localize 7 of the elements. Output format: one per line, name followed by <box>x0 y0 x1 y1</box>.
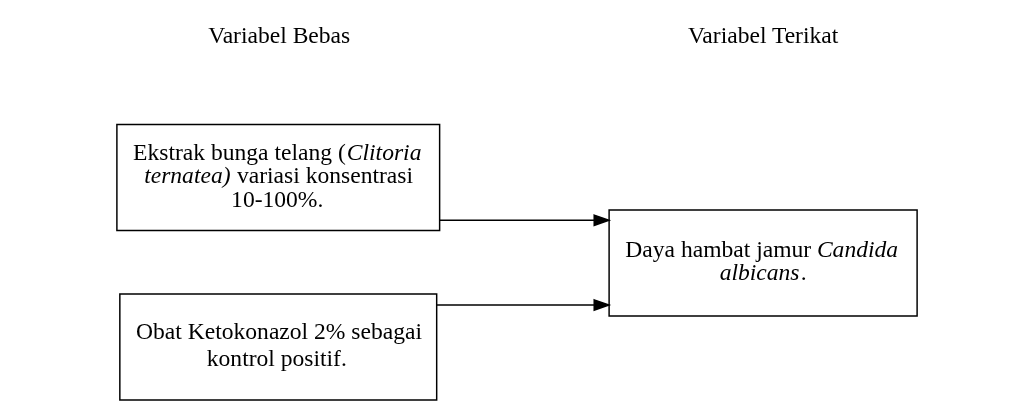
node-box: Daya hambat jamur Candida albicans. <box>608 209 918 317</box>
node-box: Ekstrak bunga telang (Clitoria ternatea) variasi konsentrasi 10-100%. <box>116 123 441 232</box>
node-box: Obat Ketokonazol 2% sebagai kontrol positif. <box>119 293 438 401</box>
arrow <box>436 298 612 312</box>
arrow <box>438 214 612 227</box>
label: Variabel Terikat <box>687 22 839 49</box>
label: Variabel Bebas <box>208 22 351 49</box>
